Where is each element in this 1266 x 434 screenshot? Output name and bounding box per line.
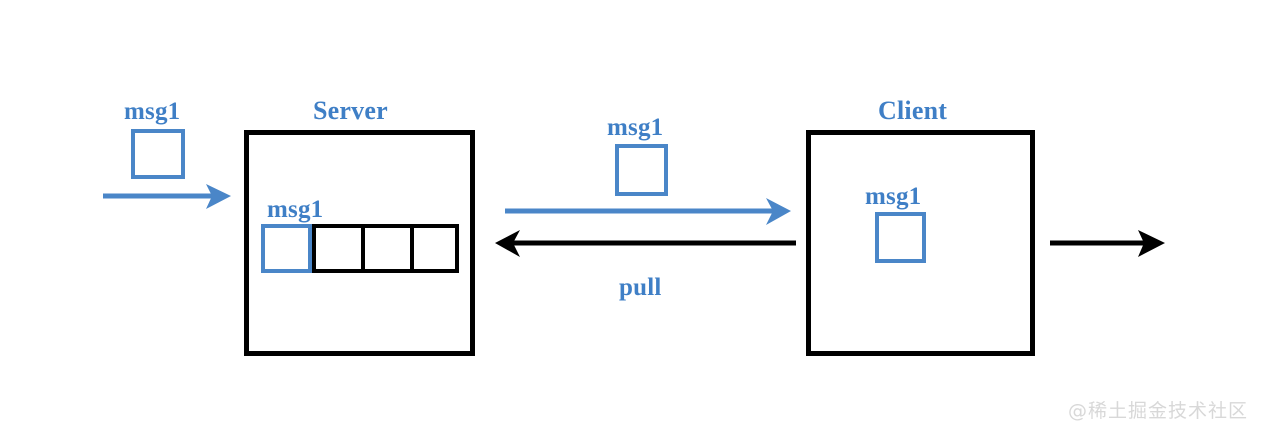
- client-msg-box: [875, 212, 926, 263]
- transit-msg-label: msg1: [607, 114, 664, 141]
- queue-cell-3: [410, 224, 459, 273]
- transit-msg-box: [615, 144, 668, 196]
- incoming-msg-box: [131, 129, 185, 179]
- pull-label: pull: [619, 274, 662, 301]
- queue-cell-0: [261, 224, 312, 273]
- server-to-client-arrow: [505, 198, 791, 225]
- client-to-consumer-arrow: [1050, 230, 1165, 257]
- queue-cell-2: [361, 224, 410, 273]
- producer-to-server-arrow: [103, 184, 231, 209]
- server-title: Server: [313, 96, 388, 125]
- client-msg-label: msg1: [865, 183, 922, 210]
- watermark: @稀土掘金技术社区: [1068, 400, 1249, 422]
- client-pull-arrow: [495, 230, 796, 257]
- queue-cell-1: [312, 224, 361, 273]
- client-title: Client: [878, 96, 948, 125]
- queued-msg-label: msg1: [267, 196, 324, 223]
- incoming-msg-label: msg1: [124, 98, 181, 125]
- server-message-queue: [261, 224, 459, 273]
